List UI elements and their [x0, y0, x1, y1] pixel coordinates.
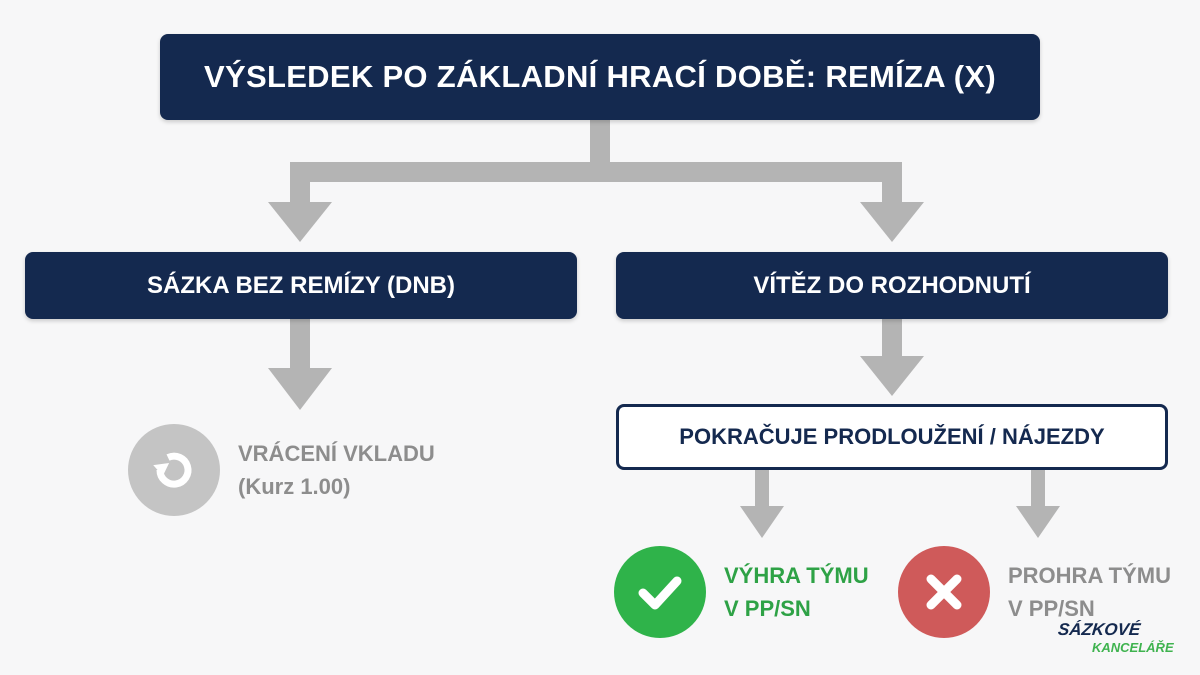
- team-win-label: VÝHRA TÝMU V PP/SN: [724, 559, 869, 625]
- overtime-shootout-box: POKRAČUJE PRODLOUŽENÍ / NÁJEZDY: [616, 404, 1168, 470]
- refund-label-line2: (Kurz 1.00): [238, 474, 351, 499]
- split-connector: [290, 120, 902, 222]
- team-loss-label-line1: PROHRA TÝMU: [1008, 563, 1171, 588]
- draw-no-bet-box: SÁZKA BEZ REMÍZY (DNB): [25, 252, 577, 319]
- refund-label-line1: VRÁCENÍ VKLADU: [238, 441, 435, 466]
- arrowhead-winner-down: [860, 356, 924, 396]
- cross-icon: [898, 546, 990, 638]
- team-loss-label-line2: V PP/SN: [1008, 596, 1095, 621]
- brand-logo-line2: KANCELÁŘE: [1092, 640, 1174, 655]
- team-win-outcome: VÝHRA TÝMU V PP/SN: [614, 546, 869, 638]
- winner-to-decide-box: VÍTĚZ DO ROZHODNUTÍ: [616, 252, 1168, 319]
- arrowhead-win-down: [740, 506, 784, 538]
- team-loss-outcome: PROHRA TÝMU V PP/SN: [898, 546, 1171, 638]
- check-icon: [614, 546, 706, 638]
- arrowhead-loss-down: [1016, 506, 1060, 538]
- brand-logo-line1: SÁZKOVÉ: [1057, 620, 1142, 639]
- team-win-label-line2: V PP/SN: [724, 596, 811, 621]
- refund-label: VRÁCENÍ VKLADU (Kurz 1.00): [238, 437, 435, 503]
- arrowhead-right: [860, 202, 924, 242]
- arrowhead-dnb-down: [268, 368, 332, 410]
- team-loss-label: PROHRA TÝMU V PP/SN: [1008, 559, 1171, 625]
- arrowhead-left: [268, 202, 332, 242]
- team-win-label-line1: VÝHRA TÝMU: [724, 563, 869, 588]
- regular-time-result-box: VÝSLEDEK PO ZÁKLADNÍ HRACÍ DOBĚ: REMÍZA …: [160, 34, 1040, 120]
- refund-outcome: VRÁCENÍ VKLADU (Kurz 1.00): [128, 424, 435, 516]
- brand-logo: SÁZKOVÉ KANCELÁŘE: [1057, 620, 1178, 664]
- refund-icon: [128, 424, 220, 516]
